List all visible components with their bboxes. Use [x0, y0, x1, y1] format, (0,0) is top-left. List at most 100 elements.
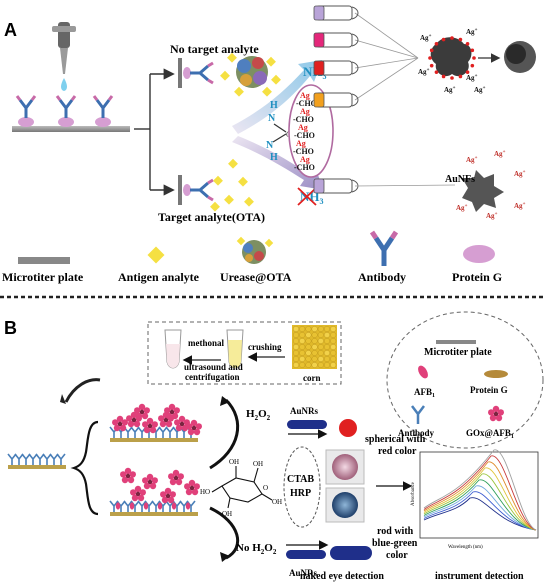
extraction-box	[147, 321, 342, 385]
ag-plus-label: Ag+	[466, 74, 478, 82]
ag-ions-top: Ag+Ag+Ag+Ag+Ag+Ag+	[418, 28, 486, 94]
plate-row-1	[109, 403, 202, 442]
cho-label: -CHO	[294, 131, 315, 140]
spherical-label-2: red color	[378, 446, 417, 457]
legend-plate-swatch	[18, 257, 70, 264]
ag-plus-label: Ag+	[474, 86, 486, 94]
naked-eye-label: naked eye detection	[300, 571, 384, 582]
tube-clear	[164, 329, 182, 369]
glucose-labels: OH OH OH OH HO O	[200, 458, 282, 518]
legend-antigen-label: Antigen analyte	[118, 270, 200, 284]
well-no-target	[178, 58, 214, 88]
legend-antibody-b-swatch	[411, 405, 425, 424]
h2o2-label: H2O2	[246, 408, 271, 422]
blue-green-rod	[330, 546, 372, 560]
svg-text:Wavelength (nm): Wavelength (nm)	[448, 545, 483, 550]
legend-urease-label: Urease@OTA	[220, 270, 292, 284]
au-aggregate-with-ag	[428, 36, 476, 80]
aunr-rod-bottom	[286, 550, 326, 559]
legend-plate-label: Microtiter plate	[2, 270, 84, 284]
svg-text:N: N	[266, 140, 274, 151]
h2o2-curved-arrow	[209, 398, 240, 470]
legend-b-plate-swatch	[436, 340, 476, 344]
brace	[70, 420, 99, 516]
branch-arrows	[134, 68, 175, 196]
ag-ion-label: Ag	[300, 155, 310, 164]
svg-text:OH: OH	[222, 510, 232, 518]
sample-tube	[313, 5, 359, 21]
ag-plus-label: Ag+	[494, 150, 506, 158]
red-sphere	[339, 419, 357, 437]
rod-label-2: blue-green	[372, 538, 418, 549]
ag-plus-label: Ag+	[514, 202, 526, 210]
ctab-label: CTAB	[287, 474, 314, 485]
ag-plus-label: Ag+	[444, 86, 456, 94]
start-plate	[7, 453, 66, 469]
ag-plus-label: Ag+	[486, 212, 498, 220]
ag-plus-label: Ag+	[418, 68, 430, 76]
svg-text:O: O	[263, 484, 268, 492]
glucose-molecule	[211, 466, 273, 509]
immobilized-antibodies	[15, 94, 114, 127]
curved-arrow-bottom	[232, 136, 324, 190]
panel-a-label: A	[4, 20, 17, 40]
uv-vis-spectrum: Wavelength (nm) Absorbance	[411, 449, 539, 550]
ctab-hrp-ellipse	[283, 446, 321, 528]
legend-antibody-b-label: Antibody	[398, 428, 435, 438]
ag-ion-label: Ag	[296, 139, 306, 148]
crushing-label: crushing	[248, 342, 282, 352]
pipette-icon	[52, 22, 76, 91]
legend-antigen-swatch	[147, 246, 165, 264]
svg-text:OH: OH	[253, 460, 263, 468]
legend-protein-g-b-swatch	[484, 370, 508, 378]
hrp-label: HRP	[290, 488, 311, 499]
aunfs-particle	[462, 170, 504, 212]
cho-label: -CHO	[293, 115, 314, 124]
microtiter-plate	[12, 126, 130, 132]
legend-afb1-swatch	[418, 365, 428, 379]
rod-label-3: color	[386, 550, 408, 561]
cho-label: -CHO	[296, 99, 317, 108]
legend-gox-label: GOx@AFB1	[466, 428, 514, 440]
ag-plus-label: Ag+	[466, 28, 478, 36]
panel-a: H N N H C NH3 NH3 No target analyte Targ…	[2, 5, 536, 284]
legend-b-title: Microtiter plate	[424, 347, 492, 358]
legend-a: Microtiter plate Antigen analyte Urease@…	[2, 230, 502, 284]
ultrasound-label: ultrasound and	[184, 362, 243, 372]
plate-row-2	[109, 467, 200, 516]
sample-feed-arrow	[64, 378, 101, 403]
legend-afb1-label: AFB1	[414, 387, 435, 399]
tube-yellow	[226, 329, 244, 369]
rod-label-1: rod with	[377, 526, 414, 537]
corn-label: corn	[303, 373, 321, 383]
legend-protein-g-swatch	[463, 245, 495, 263]
ag-plus-label: Ag+	[466, 156, 478, 164]
legend-urease-swatch	[236, 236, 274, 264]
centrifugation-label: centrifugation	[185, 372, 240, 382]
instrument-label: instrument detection	[435, 571, 524, 582]
aunfs-label: AuNFs	[445, 174, 475, 185]
legend-gox-swatch	[488, 405, 504, 422]
legend-protein-g-label: Protein G	[452, 270, 502, 284]
svg-text:N: N	[268, 113, 276, 124]
ag-ions-bottom: Ag+Ag+Ag+Ag+Ag+Ag+	[456, 150, 526, 220]
svg-text:OH: OH	[272, 498, 282, 506]
tube-connector-lines	[354, 12, 419, 101]
ag-ion-label: Ag	[300, 107, 310, 116]
svg-text:HO: HO	[200, 488, 210, 496]
sample-tubes	[313, 5, 359, 194]
well-target	[178, 158, 254, 212]
sample-tube	[313, 32, 359, 48]
legend-antibody-label: Antibody	[358, 270, 406, 284]
svg-text:OH: OH	[229, 458, 239, 466]
svg-text:Absorbance: Absorbance	[411, 481, 416, 506]
ag-ion-label: Ag	[298, 123, 308, 132]
legend-antibody-swatch	[369, 230, 399, 266]
no-target-label: No target analyte	[170, 42, 259, 56]
ag-ion-label: Ag	[300, 91, 310, 100]
spherical-label-1: spherical with	[365, 434, 426, 445]
sample-tube	[313, 60, 359, 76]
ag-plus-label: Ag+	[514, 170, 526, 178]
